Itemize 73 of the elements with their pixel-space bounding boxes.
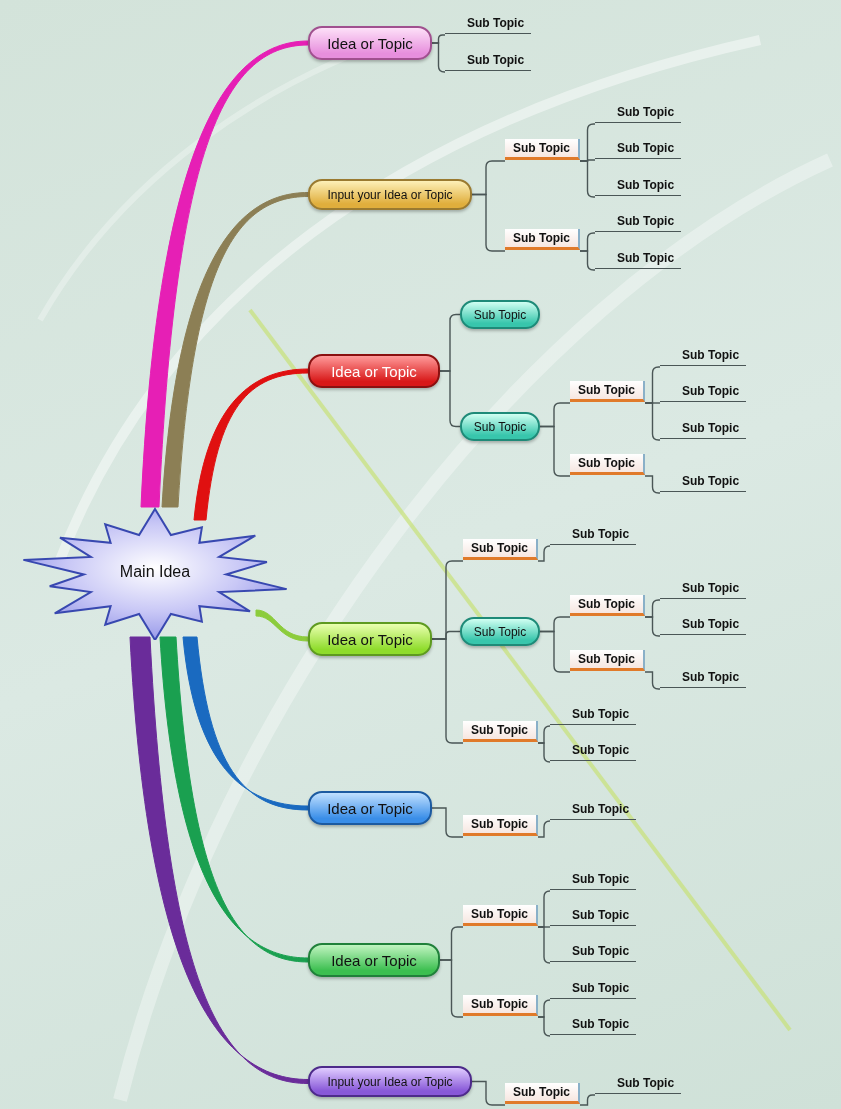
subtopic-label: Sub Topic <box>595 139 681 159</box>
subtopic-tab: Sub Topic <box>463 539 538 560</box>
connector-line <box>579 250 596 271</box>
connector-line <box>579 160 596 198</box>
connector-line <box>537 742 551 763</box>
connector-line <box>439 959 464 1018</box>
connector-line <box>431 42 446 73</box>
subtopic-label: Sub Topic <box>595 103 681 123</box>
connector-line <box>539 425 571 477</box>
subtopic-label: Sub Topic <box>550 906 636 926</box>
subtopic-tab: Sub Topic <box>505 139 580 160</box>
branch-connector <box>255 609 309 642</box>
subtopic-tab: Sub Topic <box>505 1083 580 1104</box>
branch-connector <box>140 40 309 508</box>
connector-line <box>644 475 661 494</box>
subtopic-tab: Sub Topic <box>570 650 645 671</box>
subtopic-label: Sub Topic <box>660 615 746 635</box>
subtopic-label: Sub Topic <box>595 176 681 196</box>
main-idea-label: Main Idea <box>118 563 192 581</box>
subtopic-tab: Sub Topic <box>463 995 538 1016</box>
subtopic-tab: Sub Topic <box>463 905 538 926</box>
subtopic-label: Sub Topic <box>550 942 636 962</box>
subtopic-label: Sub Topic <box>550 1015 636 1035</box>
subtopic-label: Sub Topic <box>550 525 636 545</box>
subtopic-label: Sub Topic <box>445 14 531 34</box>
connector-line <box>644 671 661 690</box>
topic-pill: Idea or Topic <box>308 622 432 656</box>
subtopic-tab: Sub Topic <box>463 815 538 836</box>
subtopic-pill: Sub Topic <box>460 412 540 441</box>
subtopic-tab: Sub Topic <box>463 721 538 742</box>
subtopic-tab: Sub Topic <box>570 381 645 402</box>
subtopic-pill: Sub Topic <box>460 300 540 329</box>
connector-line <box>537 820 551 838</box>
subtopic-label: Sub Topic <box>445 51 531 71</box>
subtopic-label: Sub Topic <box>550 741 636 761</box>
subtopic-label: Sub Topic <box>660 579 746 599</box>
subtopic-label: Sub Topic <box>595 249 681 269</box>
connector-line <box>644 402 661 441</box>
subtopic-tab: Sub Topic <box>505 229 580 250</box>
branch-connector <box>161 192 309 508</box>
subtopic-label: Sub Topic <box>660 472 746 492</box>
subtopic-label: Sub Topic <box>660 382 746 402</box>
subtopic-label: Sub Topic <box>660 346 746 366</box>
connector-line <box>579 1094 596 1106</box>
subtopic-label: Sub Topic <box>660 419 746 439</box>
connector-line <box>539 630 571 673</box>
connector-line <box>537 926 551 964</box>
topic-pill: Idea or Topic <box>308 943 440 977</box>
subtopic-label: Sub Topic <box>595 1074 681 1094</box>
connector-line <box>537 1016 551 1037</box>
subtopic-label: Sub Topic <box>550 705 636 725</box>
connector-line <box>537 545 551 562</box>
subtopic-tab: Sub Topic <box>570 454 645 475</box>
subtopic-pill: Sub Topic <box>460 617 540 646</box>
subtopic-label: Sub Topic <box>595 212 681 232</box>
topic-pill: Input your Idea or Topic <box>308 179 472 210</box>
subtopic-label: Sub Topic <box>550 979 636 999</box>
branch-connector <box>182 636 309 811</box>
branch-connector <box>159 636 309 963</box>
branch-connector <box>129 636 309 1084</box>
subtopic-label: Sub Topic <box>660 668 746 688</box>
topic-pill: Idea or Topic <box>308 791 432 825</box>
connector-line <box>431 638 464 744</box>
subtopic-label: Sub Topic <box>550 870 636 890</box>
topic-pill: Idea or Topic <box>308 26 432 60</box>
subtopic-label: Sub Topic <box>550 800 636 820</box>
topic-pill: Idea or Topic <box>308 354 440 388</box>
subtopic-tab: Sub Topic <box>570 595 645 616</box>
connector-line <box>471 193 506 252</box>
connector-line <box>439 370 461 428</box>
connector-line <box>644 616 661 637</box>
topic-pill: Input your Idea or Topic <box>308 1066 472 1097</box>
branch-connector <box>193 368 309 521</box>
